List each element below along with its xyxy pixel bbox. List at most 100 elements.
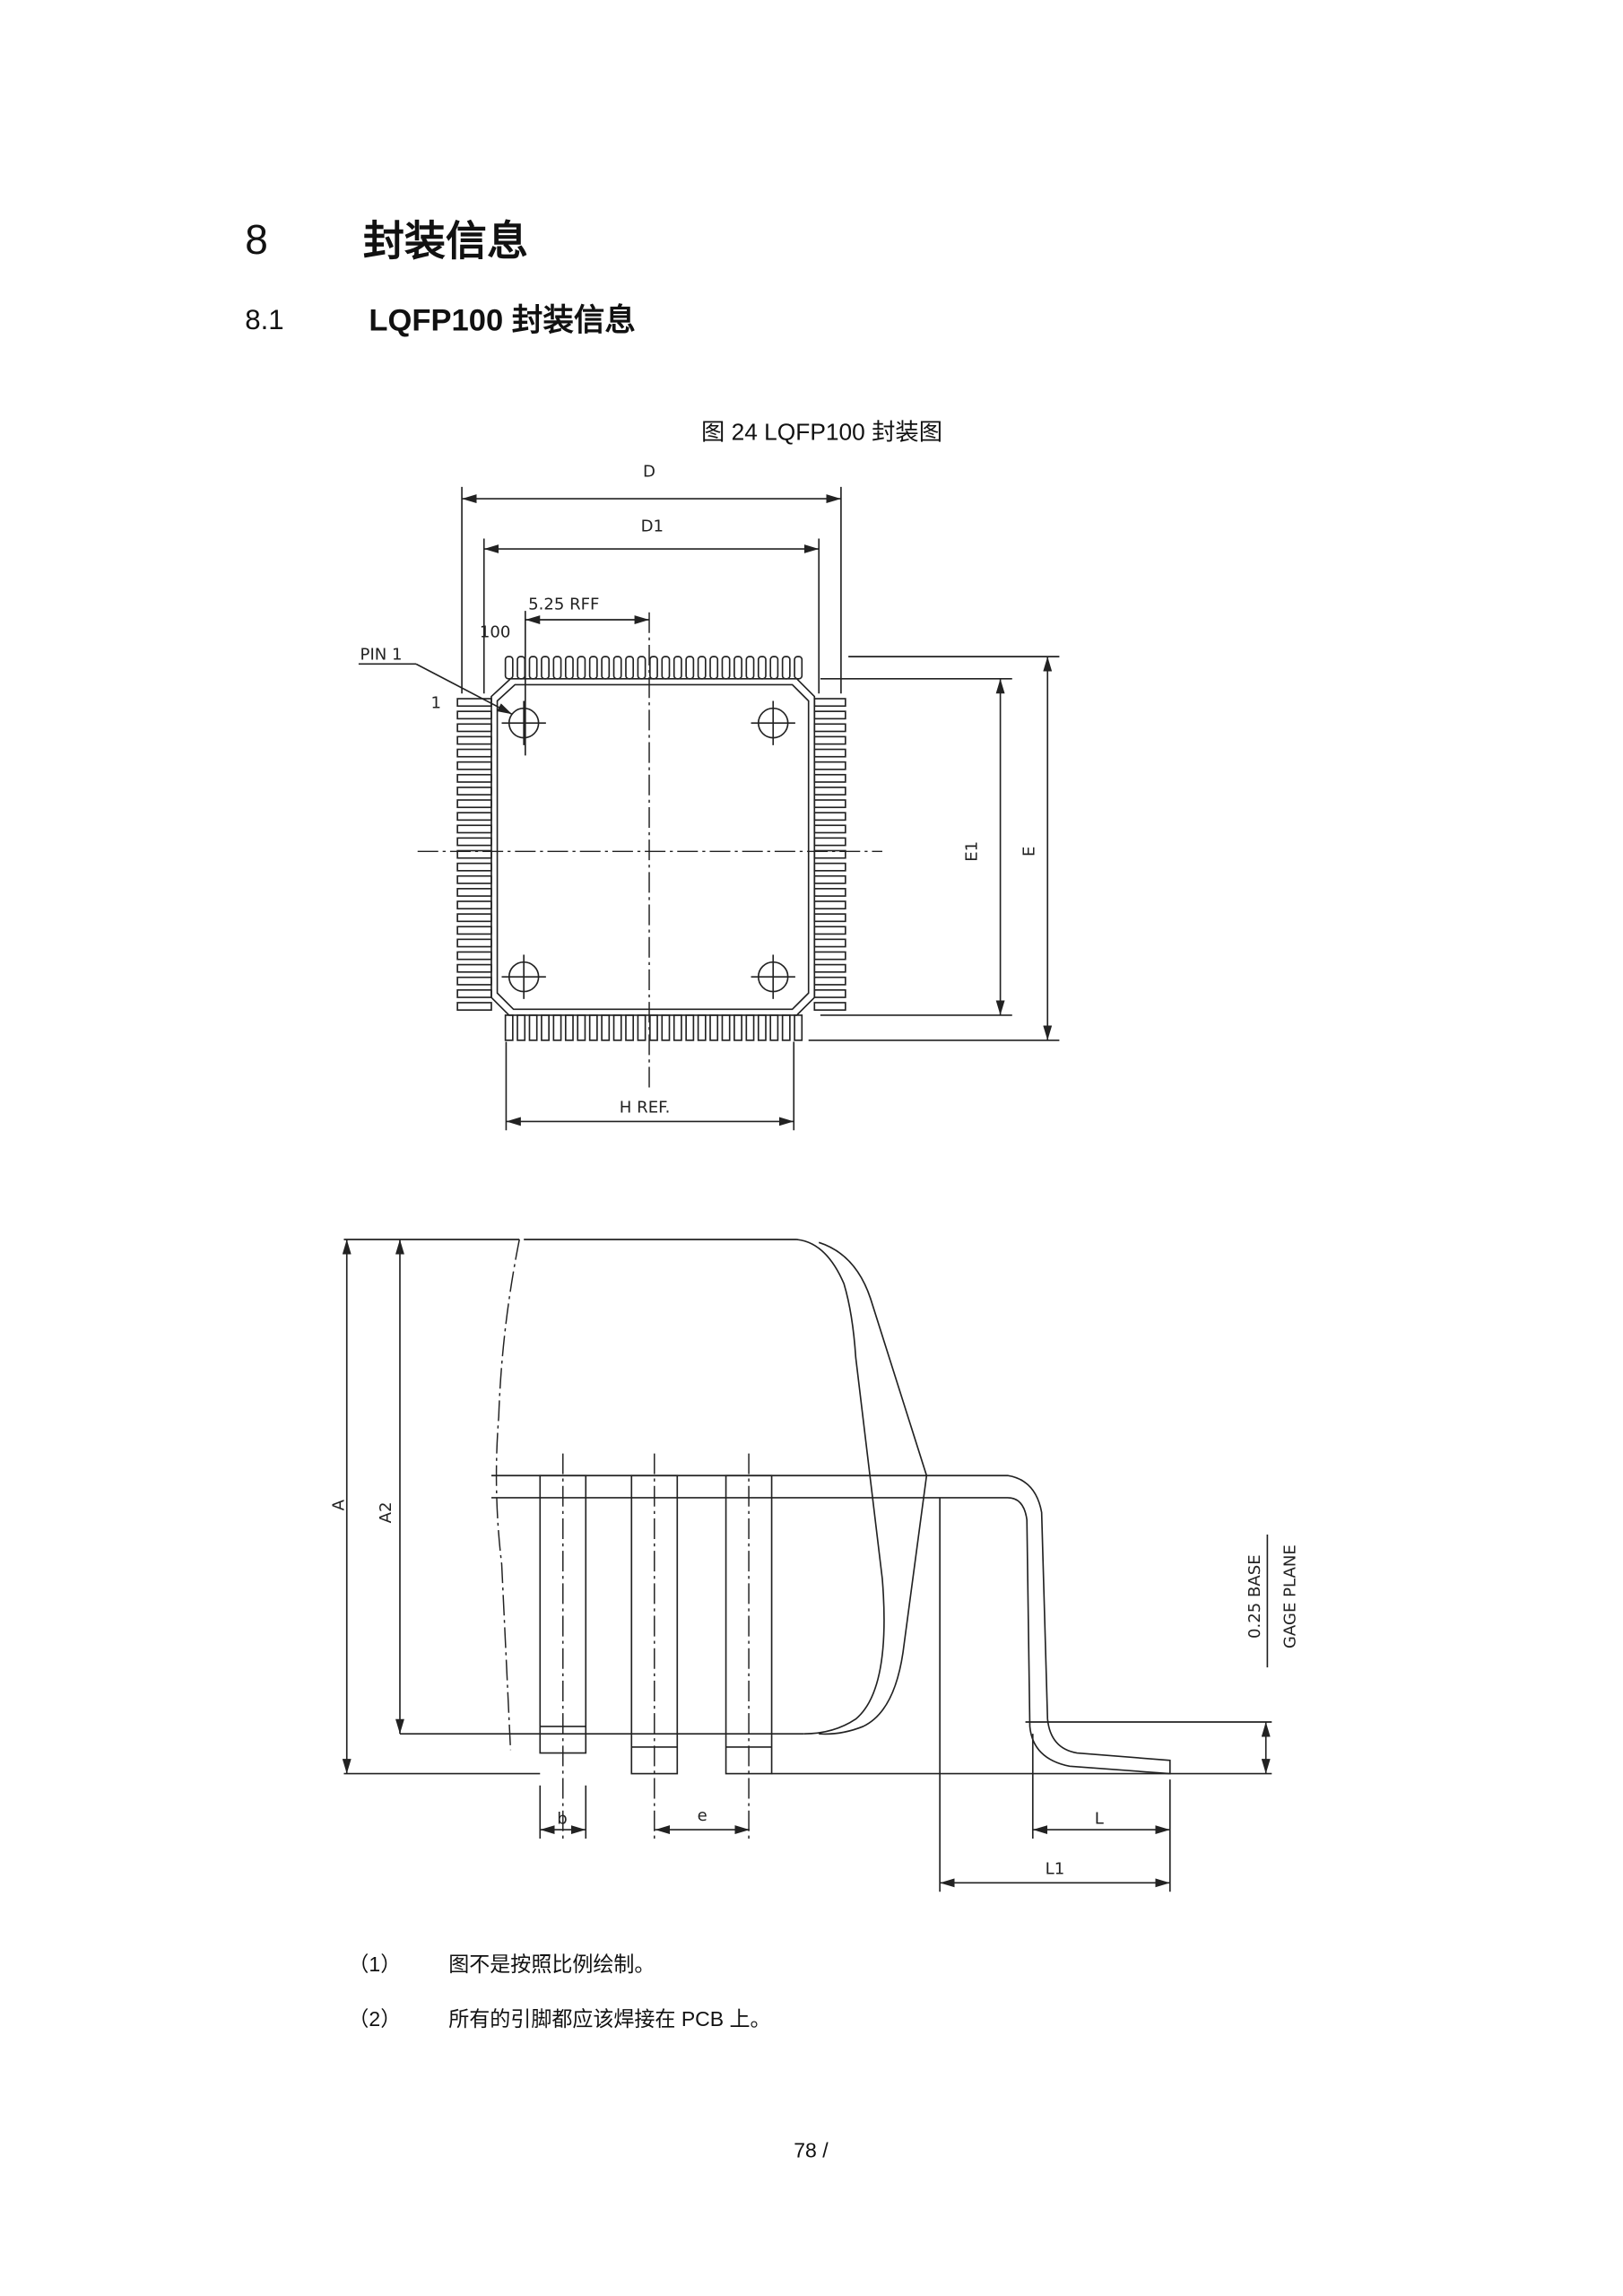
pin-bottom [528,1014,538,1041]
pin-left [456,862,492,872]
pin-right [813,837,846,847]
dim-L1-label: L1 [1046,1859,1065,1878]
pin-right [813,900,846,910]
pin-right [813,723,846,733]
section-title: 封装信息 [363,218,528,265]
pin-bottom [733,1014,742,1041]
pin-top [612,656,622,680]
dim-A-label: A [329,1499,348,1510]
pin-top [661,656,671,680]
pin-1-number: 1 [431,694,442,713]
ejector-pin-marks [501,700,795,999]
pin-right [813,710,846,720]
pin-top [673,656,682,680]
pin-left [456,698,492,708]
pin-right [813,698,846,708]
pin-top [769,656,779,680]
pin-left [456,710,492,720]
dim-b-label: b [557,1810,567,1829]
pin-left [456,799,492,809]
pin-bottom [685,1014,695,1041]
pin-bottom [625,1014,635,1041]
pin-top [516,656,526,680]
pin-right [813,913,846,923]
pin-top [528,656,538,680]
pin-bottom [721,1014,731,1041]
pin-bottom [769,1014,779,1041]
pin-right [813,888,846,897]
pin-right [813,951,846,961]
subsection-title: LQFP100 封装信息 [369,303,636,338]
pin-bottom [552,1014,562,1041]
pin-bottom [781,1014,791,1041]
pin-bottom [745,1014,755,1041]
pin-top [685,656,695,680]
pin-top [625,656,635,680]
pin-right [813,874,846,884]
pin-right [813,926,846,935]
pin-right [813,799,846,809]
lead-strip [539,1474,587,1754]
dim-D1-label: D1 [641,517,664,535]
pin-left [456,1002,492,1011]
pin-right [813,748,846,758]
pin-top [637,656,647,680]
side-view-drawing: A A2 b e L L1 0.25 BASE GAGE PLANE [329,1239,1300,1892]
pin-left [456,900,492,910]
pin-left [456,951,492,961]
pin-right [813,787,846,796]
note-2-number: （2） [348,2007,401,2031]
pin-left [456,926,492,935]
pin-bottom [577,1014,586,1041]
package-body [490,677,816,1016]
pin-bottom [588,1014,598,1041]
note-2-text: 所有的引脚都应该焊接在 PCB 上。 [448,2007,770,2031]
dim-L-label: L [1095,1810,1104,1829]
pin-left [456,787,492,796]
pin-bottom [564,1014,574,1041]
page-number: 78 / [794,2138,829,2161]
notes: （1） 图不是按照比例绘制。 （2） 所有的引脚都应该焊接在 PCB 上。 [348,1952,770,2031]
pin-bottom [516,1014,526,1041]
pin-left [456,913,492,923]
pin-left [456,735,492,745]
pin-top [697,656,707,680]
pin-bottom [612,1014,622,1041]
dim-E-label: E [1020,847,1038,857]
pin-left [456,824,492,834]
pin-left [456,761,492,770]
pin-top [564,656,574,680]
dim-A2-label: A2 [377,1501,395,1523]
pin-top [649,656,658,680]
dim-D-label: D [643,462,655,481]
dim-e-label: e [698,1806,707,1825]
figure-caption: 图 24 LQFP100 封装图 [701,418,942,445]
pin-bottom [601,1014,611,1041]
pin-bottom [757,1014,767,1041]
pin-right [813,824,846,834]
ref-5-25-label: 5.25 RFF [528,595,599,613]
pin-top [781,656,791,680]
gage-plane-label: GAGE PLANE [1281,1544,1300,1648]
top-view-drawing: D D1 5.25 RFF 100 PIN 1 1 E1 E H REF. [358,462,1060,1131]
pin-right [813,988,846,998]
pin-top [709,656,719,680]
pin-right [813,735,846,745]
pin-right [813,1002,846,1011]
pin-bottom [673,1014,682,1041]
pin-bottom [661,1014,671,1041]
lead-cross-sections [539,1453,773,1842]
pin-top [577,656,586,680]
section-number: 8 [245,216,268,263]
pin-bottom [697,1014,707,1041]
pin-top [541,656,550,680]
pin-right [813,812,846,822]
pin-top [504,656,514,680]
pin-left [456,723,492,733]
subsection-number: 8.1 [245,304,283,335]
pin-top [733,656,742,680]
pin-100-label: 100 [480,623,511,642]
pin-top [794,656,803,680]
note-1-number: （1） [348,1952,401,1976]
